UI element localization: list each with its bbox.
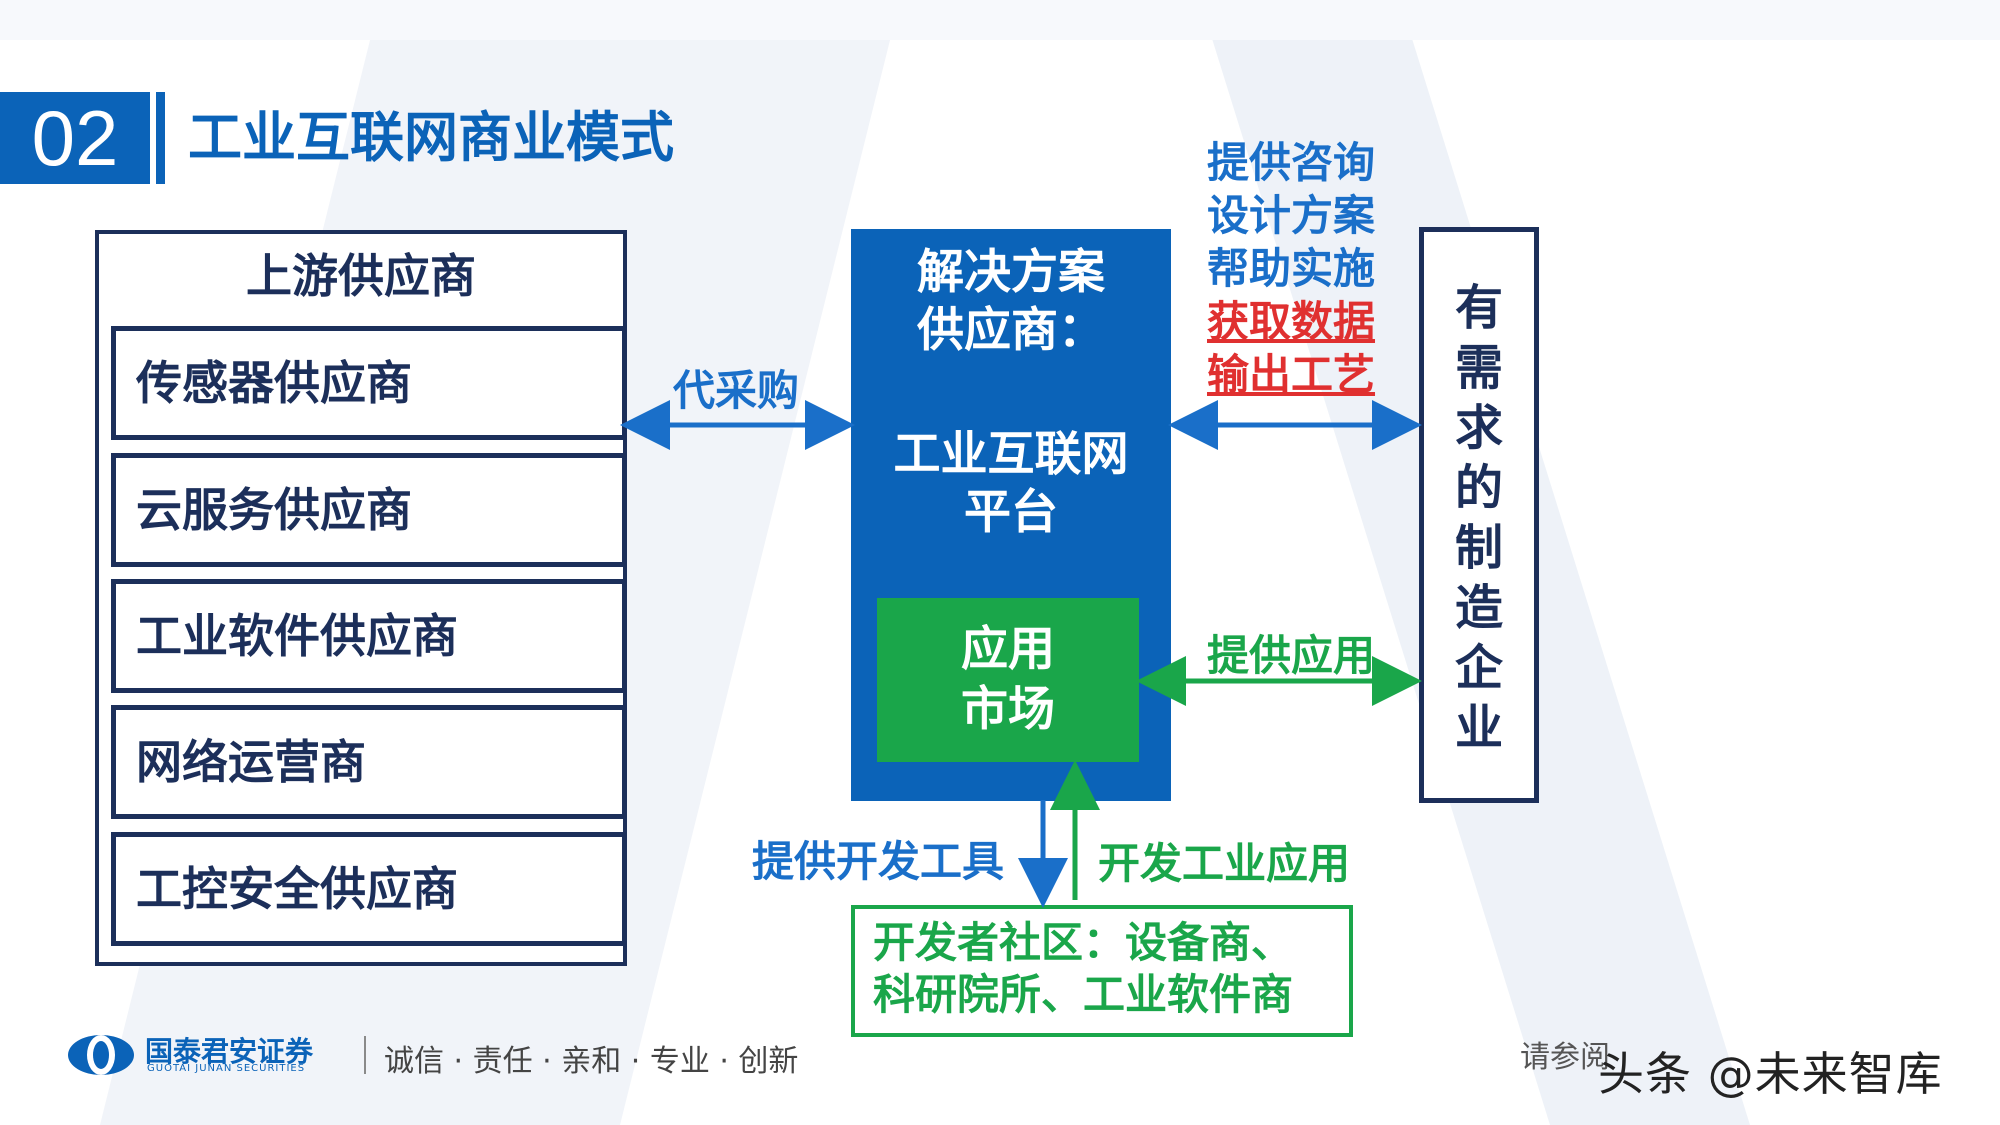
footer-motto: 诚信 · 责任 · 亲和 · 专业 · 创新 bbox=[384, 1044, 799, 1079]
services-labels: 提供咨询 设计方案 帮助实施 获取数据 输出工艺 bbox=[1207, 136, 1375, 401]
label-design: 设计方案 bbox=[1207, 191, 1376, 240]
section-divider bbox=[156, 92, 165, 184]
label-develop-apps: 开发工业应用 bbox=[1098, 839, 1351, 888]
upstream-suppliers-box: 上游供应商 传感器供应商 云服务供应商 工业软件供应商 网络运营商 工控安全供应… bbox=[95, 230, 627, 966]
supplier-item-ics-security: 工控安全供应商 bbox=[111, 832, 627, 946]
supplier-item-software: 工业软件供应商 bbox=[111, 579, 627, 693]
solution-line1: 解决方案 bbox=[917, 245, 1105, 300]
page-title: 工业互联网商业模式 bbox=[188, 106, 674, 169]
manufacturer-box: 有 需 求 的 制 造 企 业 bbox=[1419, 227, 1539, 803]
company-logo-icon bbox=[68, 1035, 134, 1075]
label-provide-tools: 提供开发工具 bbox=[752, 837, 1005, 886]
upstream-title: 上游供应商 bbox=[246, 249, 476, 303]
watermark: 头条 @未来智库 bbox=[1598, 1047, 1943, 1101]
supplier-item-sensor: 传感器供应商 bbox=[111, 326, 627, 440]
section-number: 02 bbox=[0, 92, 150, 184]
platform-line2: 平台 bbox=[964, 485, 1058, 540]
market-line2: 市场 bbox=[961, 682, 1055, 737]
platform-line1: 工业互联网 bbox=[893, 427, 1129, 482]
market-line1: 应用 bbox=[961, 622, 1055, 677]
solution-line2: 供应商： bbox=[917, 303, 1105, 358]
supplier-item-cloud: 云服务供应商 bbox=[111, 453, 627, 567]
developer-text: 开发者社区：设备商、 科研院所、工业软件商 bbox=[873, 918, 1294, 1019]
footer-brand-en: GUOTAI JUNAN SECURITIES bbox=[147, 1063, 306, 1074]
label-output-process: 输出工艺 bbox=[1207, 350, 1376, 399]
supplier-item-network: 网络运营商 bbox=[111, 705, 627, 819]
label-provide-apps: 提供应用 bbox=[1207, 631, 1376, 680]
footer-divider bbox=[364, 1036, 366, 1074]
label-consulting: 提供咨询 bbox=[1207, 138, 1376, 187]
label-get-data: 获取数据 bbox=[1207, 297, 1376, 346]
footer-brand: 国泰君安证券 bbox=[145, 1035, 314, 1068]
label-procure: 代采购 bbox=[673, 366, 800, 415]
label-implement: 帮助实施 bbox=[1207, 244, 1376, 293]
manufacturer-label: 有 需 求 的 制 造 企 业 bbox=[1454, 280, 1503, 756]
footer-note: 请参阅 bbox=[1520, 1040, 1610, 1075]
developer-community-box: 开发者社区：设备商、 科研院所、工业软件商 bbox=[851, 905, 1353, 1037]
app-market-box: 应用 市场 bbox=[877, 598, 1139, 762]
